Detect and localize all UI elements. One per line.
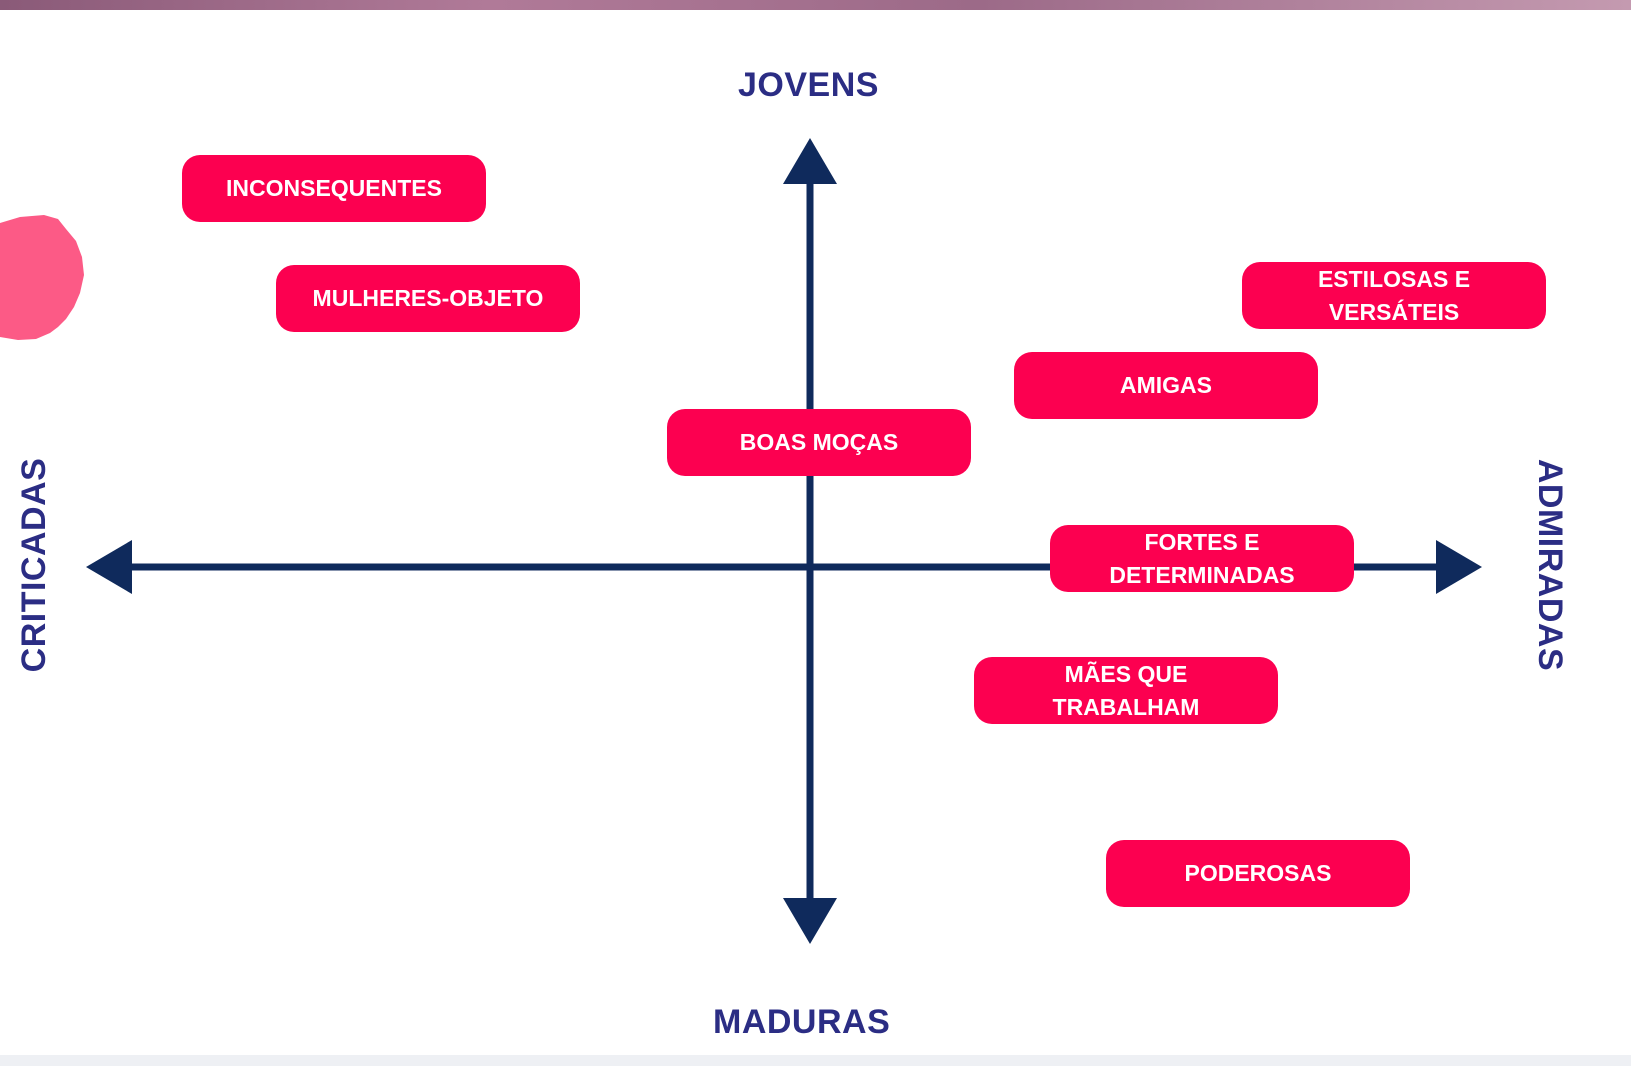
tag-label: PODEROSAS — [1184, 860, 1332, 886]
arrow-up-icon — [783, 138, 837, 184]
tag-label-line-1: ESTILOSAS E — [1317, 265, 1471, 292]
pink-brush-blob — [0, 215, 84, 340]
tag-estilosas-e-versateis: ESTILOSAS E VERSÁTEIS — [1242, 262, 1546, 329]
tag-fortes-e-determinadas: FORTES E DETERMINADAS — [1050, 525, 1354, 592]
tag-maes-que-trabalham: MÃES QUE TRABALHAM — [974, 657, 1278, 724]
tag-amigas: AMIGAS — [1014, 352, 1318, 419]
axis-label-top: JOVENS — [738, 66, 879, 104]
top-decorative-band — [0, 0, 1631, 10]
tag-label-line-2: VERSÁTEIS — [1328, 298, 1460, 325]
axis-label-bottom: MADURAS — [713, 1003, 891, 1041]
tag-label-line-1: MÃES QUE — [1064, 660, 1188, 687]
tag-mulheres-objeto: MULHERES-OBJETO — [276, 265, 580, 332]
tag-boas-mocas: BOAS MOÇAS — [667, 409, 971, 476]
arrow-left-icon — [86, 540, 132, 594]
tag-label-line-2: TRABALHAM — [1052, 693, 1200, 720]
tag-label: BOAS MOÇAS — [739, 429, 899, 455]
tag-label: INCONSEQUENTES — [226, 175, 442, 201]
axis-label-right: ADMIRADAS — [1531, 458, 1569, 672]
tag-label-line-1: FORTES E — [1144, 528, 1260, 555]
tag-label: AMIGAS — [1120, 372, 1212, 398]
axis-label-left: CRITICADAS — [15, 457, 53, 673]
arrow-right-icon — [1436, 540, 1482, 594]
arrow-down-icon — [783, 898, 837, 944]
tag-inconsequentes: INCONSEQUENTES — [182, 155, 486, 222]
tag-label: MULHERES-OBJETO — [312, 285, 544, 311]
bottom-decorative-band — [0, 1055, 1631, 1066]
tag-label-line-2: DETERMINADAS — [1109, 561, 1295, 588]
tag-poderosas: PODEROSAS — [1106, 840, 1410, 907]
